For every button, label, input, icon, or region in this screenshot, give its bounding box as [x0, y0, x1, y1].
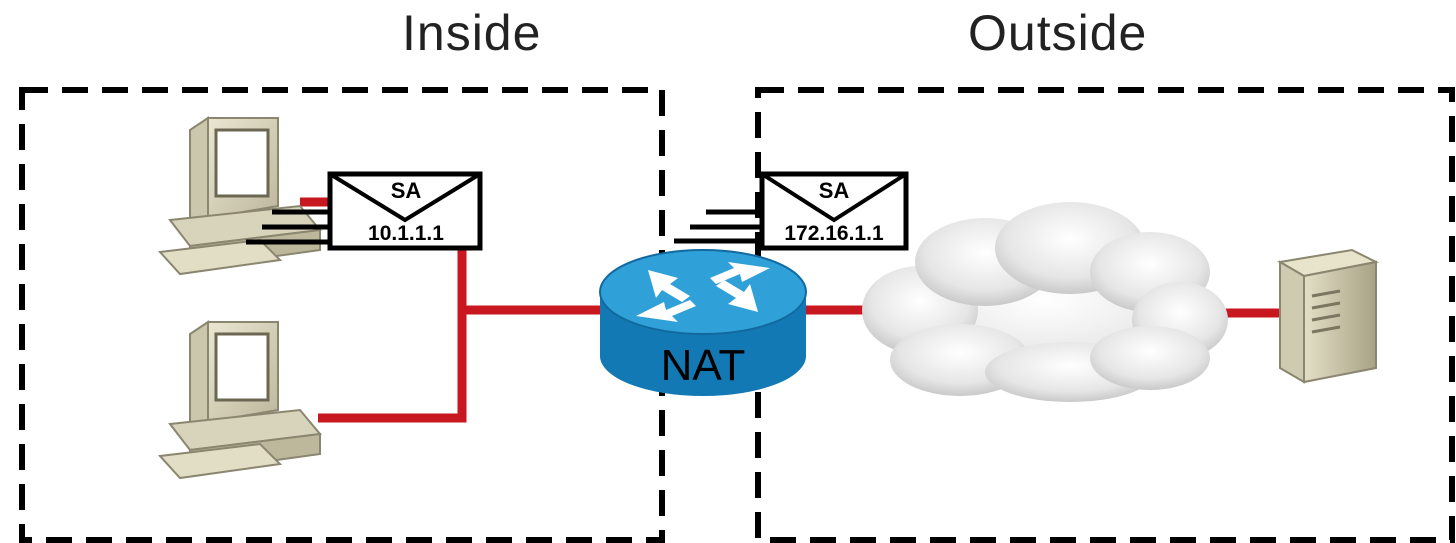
outside-packet-address: 172.16.1.1: [784, 222, 884, 245]
network-links: [300, 197, 1283, 423]
desktop-computer-icon[interactable]: [157, 116, 322, 276]
packet-envelope-icon: [327, 171, 483, 251]
inside-packet-header: SA: [391, 178, 422, 203]
packet-motion-lines: [674, 209, 762, 244]
router-label: NAT: [661, 341, 746, 390]
inside-zone-boundary: [19, 87, 665, 543]
cloud-icon: [862, 202, 1228, 402]
outside-zone-label: Outside: [968, 5, 1148, 61]
inside-zone-label: Inside: [402, 5, 542, 61]
inside-packet-address: 10.1.1.1: [368, 222, 444, 245]
packet-envelope-icon: [759, 171, 909, 251]
desktop-computer-icon[interactable]: [157, 320, 322, 480]
packet-motion-lines: [246, 209, 330, 245]
server-icon[interactable]: [1277, 248, 1380, 384]
link-pc2: [318, 248, 467, 423]
router-icon[interactable]: [599, 249, 807, 396]
outside-packet-header: SA: [819, 178, 850, 203]
